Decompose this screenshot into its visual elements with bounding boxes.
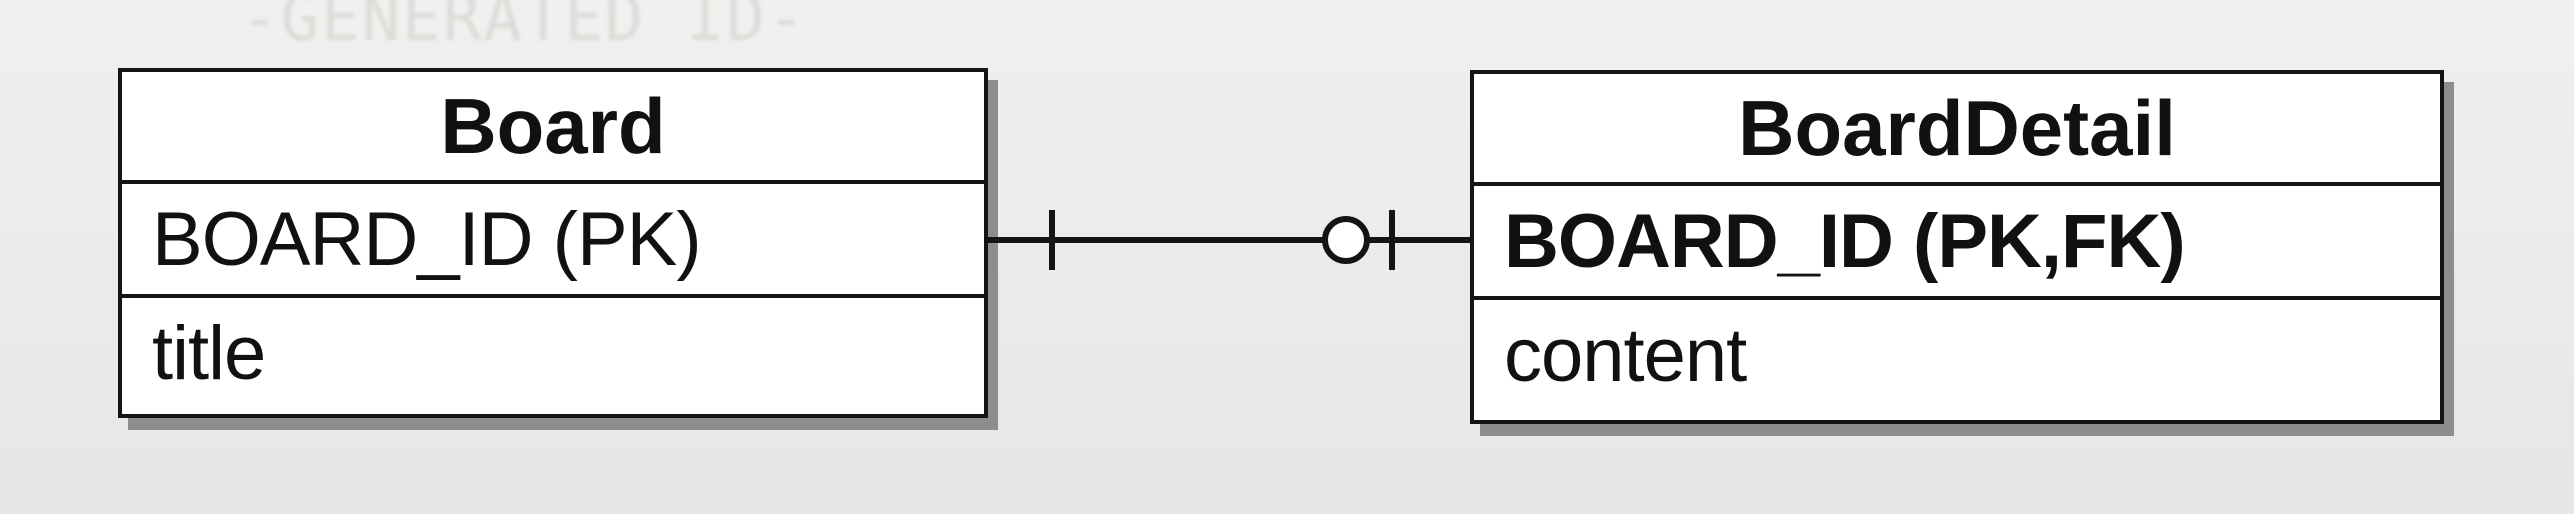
entity-title: BoardDetail <box>1474 74 2440 186</box>
background-bleed-text: -GENERATED ID- <box>240 0 808 56</box>
attribute-field: title <box>152 310 266 396</box>
primary-key-field: BOARD_ID (PK) <box>122 184 984 298</box>
entity-title: Board <box>122 72 984 184</box>
zero-optional-circle <box>1322 216 1370 264</box>
attribute-field: content <box>1504 312 1747 398</box>
primary-key-field: BOARD_ID (PK,FK) <box>1474 186 2440 300</box>
entity-board-detail[interactable]: BoardDetail BOARD_ID (PK,FK) content <box>1470 70 2444 424</box>
